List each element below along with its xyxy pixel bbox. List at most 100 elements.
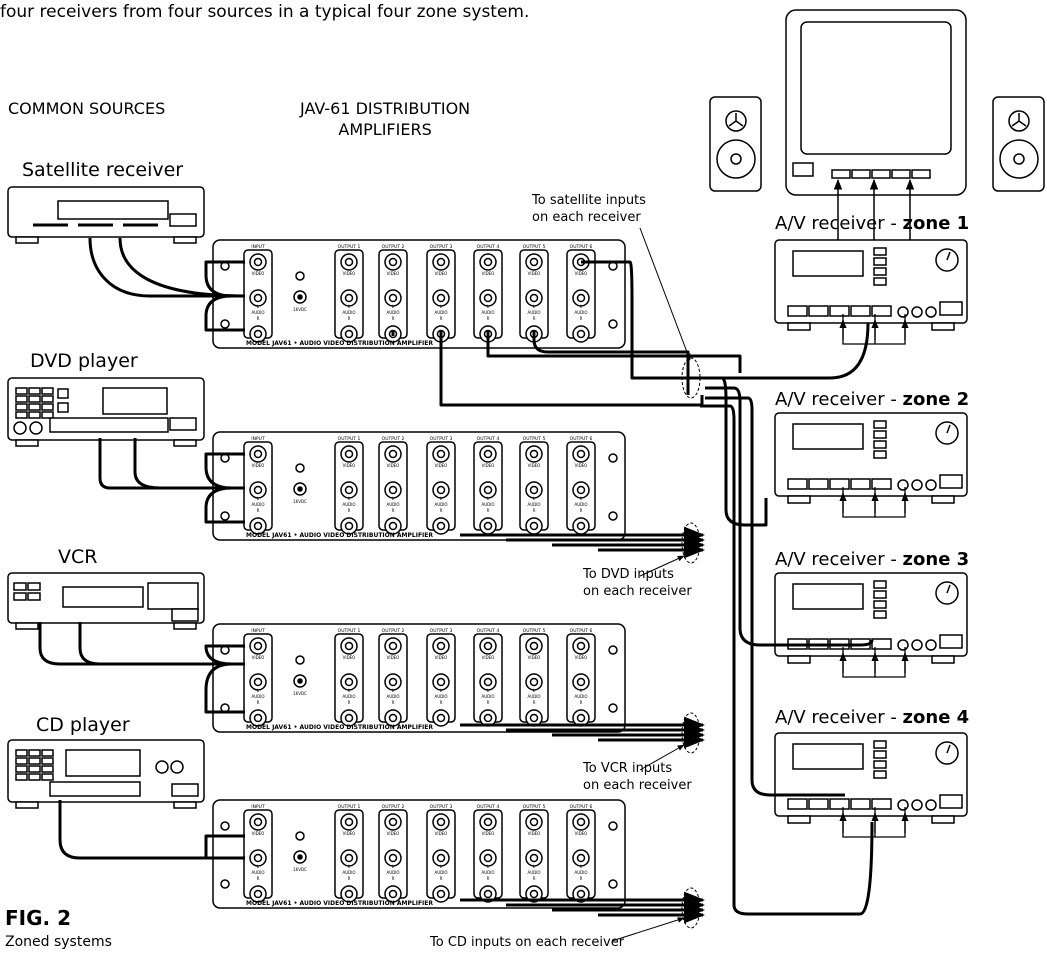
speaker-tweeter-spokes: [1011, 113, 1027, 127]
receiver-key: [873, 600, 887, 609]
audio-label: AUDIO: [434, 310, 447, 315]
dvd-feed: [98, 438, 245, 490]
input-knob: [897, 639, 909, 651]
key: [28, 765, 41, 773]
mount-hole: [608, 645, 618, 655]
rca-jack-pin: [529, 853, 539, 863]
key: [41, 403, 54, 411]
zone-name: zone 4: [902, 707, 970, 728]
vcr: [7, 572, 205, 630]
rca-jack-pin: [483, 293, 493, 303]
video-label: VIDEO: [252, 463, 265, 468]
jack-group-label: OUTPUT 3: [430, 804, 453, 810]
receiver-key: [873, 750, 887, 759]
mount-hole: [220, 319, 230, 329]
rca-jack-pin: [576, 293, 586, 303]
power-label: 16VDC: [293, 307, 307, 312]
video-label: VIDEO: [252, 655, 265, 660]
header-amplifiers-line1: JAV-61 DISTRIBUTION: [300, 99, 471, 118]
rca-jack-pin: [576, 641, 586, 651]
zone-name: zone 2: [902, 389, 970, 410]
input-knob: [897, 306, 909, 318]
left-label: L: [533, 304, 536, 309]
amp-chassis: [212, 431, 626, 541]
note-vcr: To VCR inputs on each receiver: [583, 760, 692, 794]
rca-jack-pin: [576, 449, 586, 459]
rca-jack-pin: [483, 713, 493, 723]
input-knob: [925, 479, 937, 491]
video-label: VIDEO: [343, 655, 356, 660]
audio-label: AUDIO: [434, 502, 447, 507]
left-label: L: [392, 688, 395, 693]
video-label: VIDEO: [435, 463, 448, 468]
key: [41, 411, 54, 419]
button: [171, 783, 199, 797]
cd-callout-arrow: [611, 917, 685, 942]
input-knob: [911, 639, 923, 651]
note-line: on each receiver: [583, 778, 692, 793]
receiver-foot: [787, 655, 811, 664]
rca-jack-pin: [344, 817, 354, 827]
input-button: [871, 638, 892, 650]
audio-label: AUDIO: [342, 694, 355, 699]
dvd-feed-audio: [204, 486, 245, 524]
power-jack-pin: [297, 486, 303, 492]
key: [15, 403, 28, 411]
jack-group-label: OUTPUT 2: [382, 244, 405, 250]
audio-label: AUDIO: [481, 502, 494, 507]
left-label: L: [580, 688, 583, 693]
jack-group-label: OUTPUT 4: [477, 244, 500, 250]
audio-label: AUDIO: [481, 870, 494, 875]
jack-group-label: OUTPUT 2: [382, 804, 405, 810]
right-label: R: [487, 316, 490, 321]
vcr-foot: [15, 622, 39, 630]
rca-jack-pin: [576, 329, 586, 339]
video-label: VIDEO: [528, 463, 541, 468]
left-label: L: [392, 864, 395, 869]
key: [41, 387, 54, 395]
source-label-satellite: Satellite receiver: [22, 159, 184, 181]
audio-label: AUDIO: [574, 502, 587, 507]
right-label: R: [580, 508, 583, 513]
run-zone3: [705, 386, 874, 647]
receiver-button: [939, 794, 963, 809]
rca-jack-pin: [576, 485, 586, 495]
right-label: R: [257, 508, 260, 513]
display-window: [57, 200, 169, 220]
note-line: To VCR inputs: [583, 761, 673, 776]
input-knob: [911, 799, 923, 811]
rca-jack-pin: [253, 889, 263, 899]
note-line: on each receiver: [583, 584, 692, 599]
model-label: MODEL JAV61 • AUDIO VIDEO DISTRIBUTION A…: [246, 900, 433, 907]
mount-hole: [608, 511, 618, 521]
tv-screen: [800, 21, 952, 155]
av-receiver-zone-2: [774, 412, 968, 518]
key: [15, 765, 28, 773]
rca-jack-pin: [529, 889, 539, 899]
rca-jack-pin: [483, 853, 493, 863]
mount-hole: [220, 879, 230, 889]
audio-label: AUDIO: [574, 310, 587, 315]
rca-jack-pin: [529, 677, 539, 687]
receiver-key: [873, 440, 887, 449]
satellite-receiver: [7, 186, 205, 244]
source-label-dvd: DVD player: [30, 350, 138, 372]
video-label: VIDEO: [387, 655, 400, 660]
rca-jack-pin: [253, 449, 263, 459]
audio-label: AUDIO: [251, 502, 264, 507]
rca-jack-pin: [529, 485, 539, 495]
rca-jack-pin: [529, 521, 539, 531]
tv-feed-wire: [837, 225, 911, 240]
tv-button: [831, 169, 851, 179]
audio-label: AUDIO: [434, 870, 447, 875]
tv-button: [871, 169, 891, 179]
key: [27, 592, 41, 601]
rca-jack-pin: [388, 449, 398, 459]
video-label: VIDEO: [528, 655, 541, 660]
input-button: [808, 478, 829, 490]
rca-jack-pin: [253, 521, 263, 531]
input-knob: [925, 639, 937, 651]
model-label: MODEL JAV61 • AUDIO VIDEO DISTRIBUTION A…: [246, 532, 433, 539]
source-label-cd: CD player: [36, 714, 130, 736]
